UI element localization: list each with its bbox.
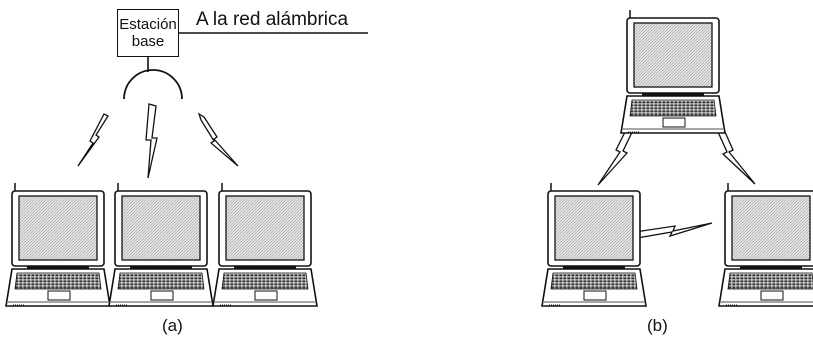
base-station-label-line2: base bbox=[132, 33, 165, 50]
wired-network-label: A la red alámbrica bbox=[196, 9, 348, 31]
caption-a: (a) bbox=[162, 316, 183, 336]
laptop-icon bbox=[213, 183, 317, 306]
lightning-bolt-icon bbox=[78, 114, 108, 166]
laptop-icon bbox=[109, 183, 213, 306]
base-station-label-line1: Estación bbox=[119, 16, 177, 33]
lightning-bolt-icon bbox=[146, 104, 157, 178]
lightning-bolt-icon bbox=[635, 223, 712, 238]
laptop-icon bbox=[719, 183, 813, 306]
lightning-bolt-icon bbox=[199, 114, 238, 166]
base-station: Estación base bbox=[117, 9, 179, 57]
caption-b: (b) bbox=[647, 316, 668, 336]
base-station-antenna bbox=[124, 57, 182, 99]
laptop-icon bbox=[6, 183, 110, 306]
laptop-icon bbox=[542, 183, 646, 306]
laptop-icon bbox=[621, 10, 725, 133]
